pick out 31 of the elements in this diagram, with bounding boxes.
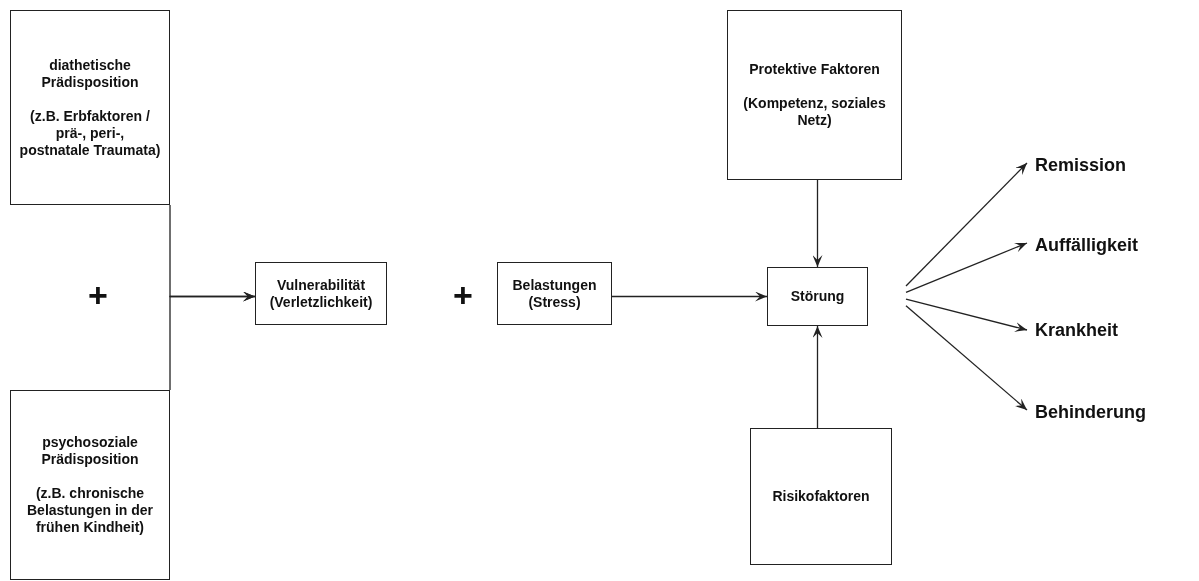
arrow: [905, 298, 1028, 332]
arrow: [812, 179, 823, 268]
arrow: [905, 162, 1028, 287]
box-title: Störung: [790, 288, 845, 305]
outcome-label: Krankheit: [1035, 317, 1155, 343]
arrow: [611, 291, 768, 302]
arrow: [169, 291, 256, 391]
box-title: psychosoziale Prädisposition: [40, 434, 140, 468]
box-note: (Kompetenz, soziales Netz): [742, 95, 887, 129]
box-title: Vulnerabilität (Verletzlichkeit): [268, 276, 374, 311]
text-box: [10, 10, 170, 205]
arrow: [905, 305, 1028, 411]
text-box: [10, 390, 170, 580]
box-title: Belastungen (Stress): [511, 276, 598, 311]
box-note: (z.B. chronische Belastungen in der frühen Kindheit): [26, 485, 154, 536]
text-box: [727, 10, 902, 180]
outcome-label: Behinderung: [1035, 399, 1175, 425]
text-box: [255, 262, 387, 325]
text-box: [497, 262, 612, 325]
arrow: [812, 325, 823, 429]
plus-sign: +: [88, 278, 108, 312]
box-title: Risikofaktoren: [772, 488, 870, 505]
box-title: diathetische Prädisposition: [40, 56, 140, 91]
box-title: Protektive Faktoren: [749, 61, 880, 78]
arrow: [905, 242, 1028, 294]
plus-sign: +: [453, 278, 473, 312]
box-note: (z.B. Erbfaktoren / prä-, peri-, postnatale Traumata): [19, 107, 161, 159]
outcome-label: Auffälligkeit: [1035, 232, 1175, 258]
outcome-label: Remission: [1035, 152, 1155, 178]
text-box: [750, 428, 892, 565]
text-box: [767, 267, 868, 326]
